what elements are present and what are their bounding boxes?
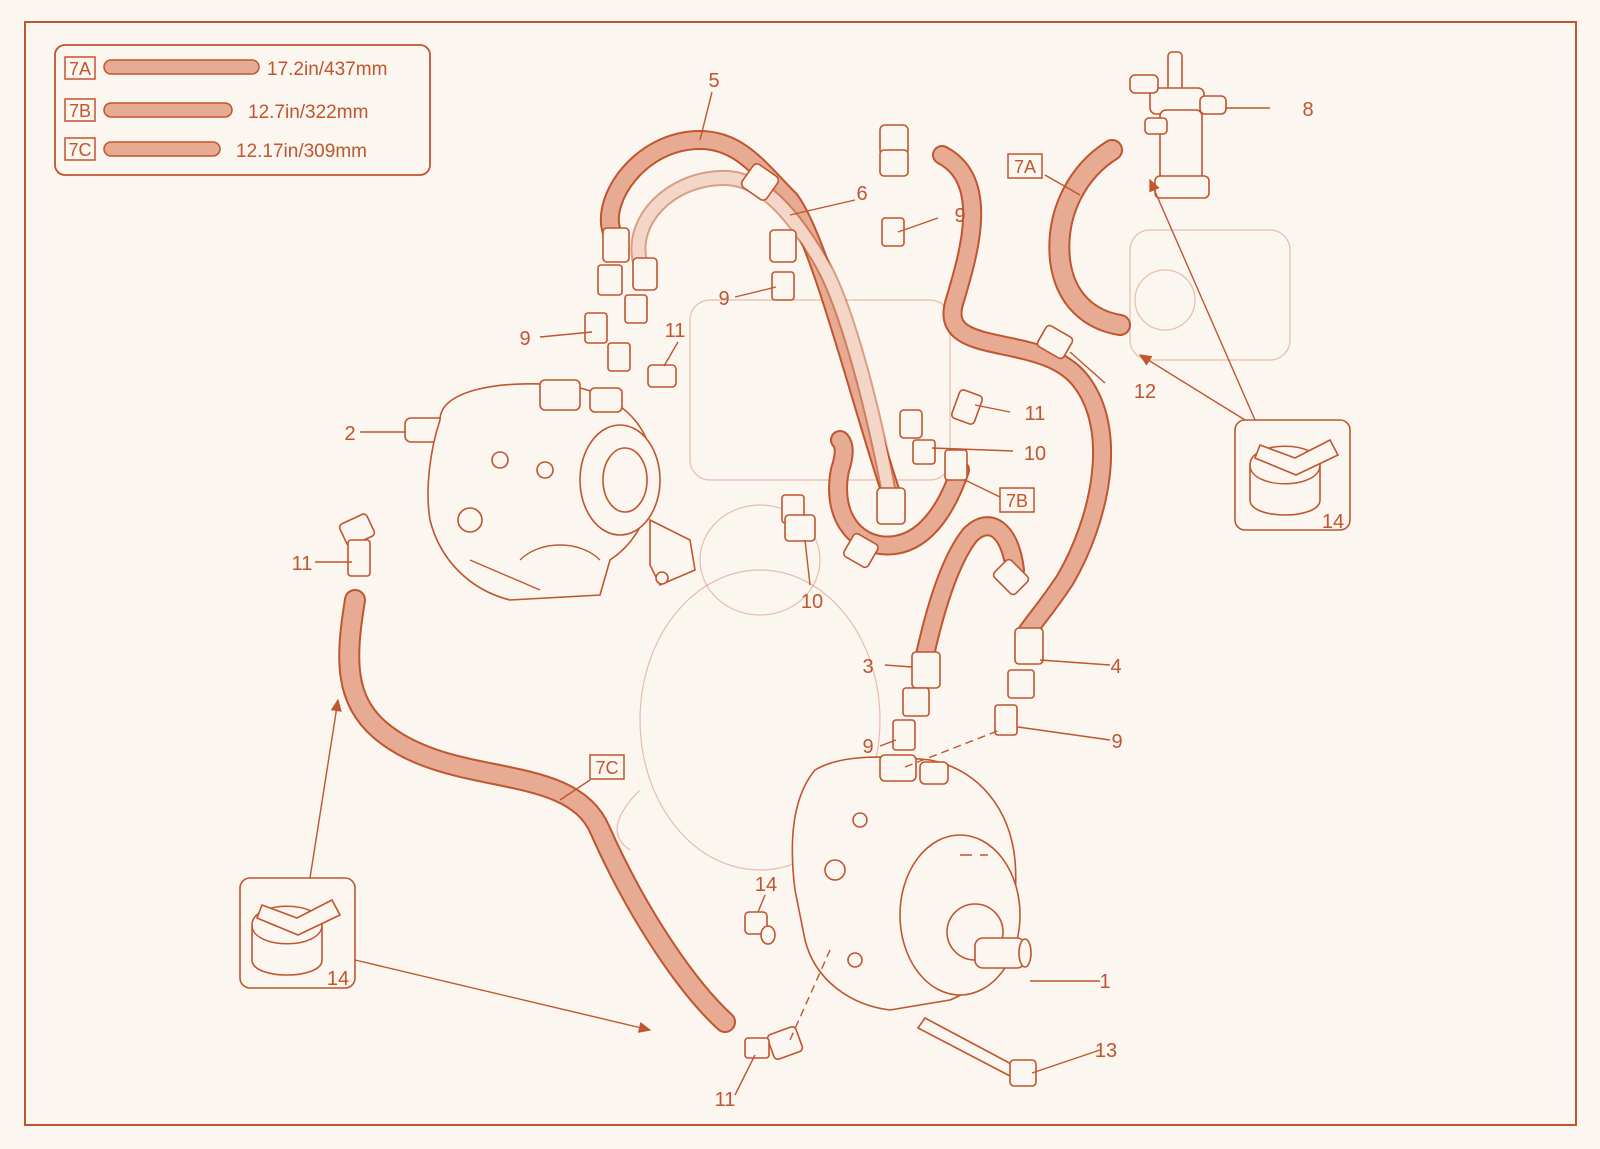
- hose-swatch: [103, 141, 221, 157]
- callout-6: 6: [856, 183, 867, 205]
- clamp-inset-right: [1234, 419, 1351, 531]
- callout-12: 12: [1134, 381, 1156, 403]
- callout-9: 9: [862, 736, 873, 758]
- legend-length: 12.7in/322mm: [248, 102, 368, 123]
- callout-5: 5: [708, 70, 719, 92]
- hose-tag-7b: 7B: [1006, 491, 1028, 511]
- legend-tag: 7B: [69, 101, 91, 121]
- callout-1: 1: [1099, 971, 1110, 993]
- fuel-pump-lower: [791, 754, 1032, 1011]
- callout-9: 9: [954, 205, 965, 227]
- callouts: 5 6 8 9 9 9 11 11 10 10 12 2 11 3 4 9 9 …: [292, 70, 1345, 1111]
- hose-tag-7c: 7C: [595, 758, 618, 778]
- hose-swatch: [103, 102, 233, 118]
- diagram-frame: [24, 21, 1577, 1126]
- legend-item-7b: 7B 12.7in/322mm: [64, 98, 368, 123]
- legend-tag: 7A: [69, 59, 91, 79]
- callout-10: 10: [1024, 443, 1046, 465]
- callout-11: 11: [665, 320, 686, 342]
- callout-2: 2: [344, 423, 355, 445]
- callout-3: 3: [862, 656, 873, 678]
- callout-11: 11: [292, 553, 313, 575]
- callout-9: 9: [1111, 731, 1122, 753]
- leader-lines: [315, 91, 1270, 1096]
- callout-14: 14: [1322, 511, 1344, 533]
- hose-fittings: [338, 124, 1074, 1061]
- legend-box: 7A 17.2in/437mm 7B 12.7in/322mm 7C 12.17…: [54, 44, 431, 176]
- legend-tag: 7C: [68, 140, 91, 160]
- legend-length: 12.17in/309mm: [236, 141, 367, 162]
- callout-9: 9: [718, 288, 729, 310]
- fuel-pump-upper: [404, 379, 696, 601]
- bolt: [916, 1016, 1037, 1087]
- arrows: [309, 178, 1256, 1033]
- callout-4: 4: [1110, 656, 1121, 678]
- clamp-inset-left: [239, 877, 356, 989]
- hoses: [338, 129, 1131, 1033]
- tee-fitting: [1129, 51, 1227, 199]
- callout-11: 11: [715, 1089, 736, 1111]
- hose-tags: 7A 7B 7C: [589, 153, 1043, 780]
- callout-14: 14: [327, 968, 349, 990]
- callout-8: 8: [1302, 99, 1313, 121]
- callout-9: 9: [519, 328, 530, 350]
- callout-13: 13: [1095, 1040, 1117, 1062]
- legend-item-7a: 7A 17.2in/437mm: [64, 56, 387, 80]
- callout-14: 14: [755, 874, 777, 896]
- hose-tag-7a: 7A: [1014, 157, 1036, 177]
- hose-swatch: [103, 59, 260, 75]
- legend-item-7c: 7C 12.17in/309mm: [64, 137, 367, 162]
- callout-11: 11: [1025, 403, 1046, 425]
- legend-length: 17.2in/437mm: [267, 59, 387, 80]
- callout-10: 10: [801, 591, 823, 613]
